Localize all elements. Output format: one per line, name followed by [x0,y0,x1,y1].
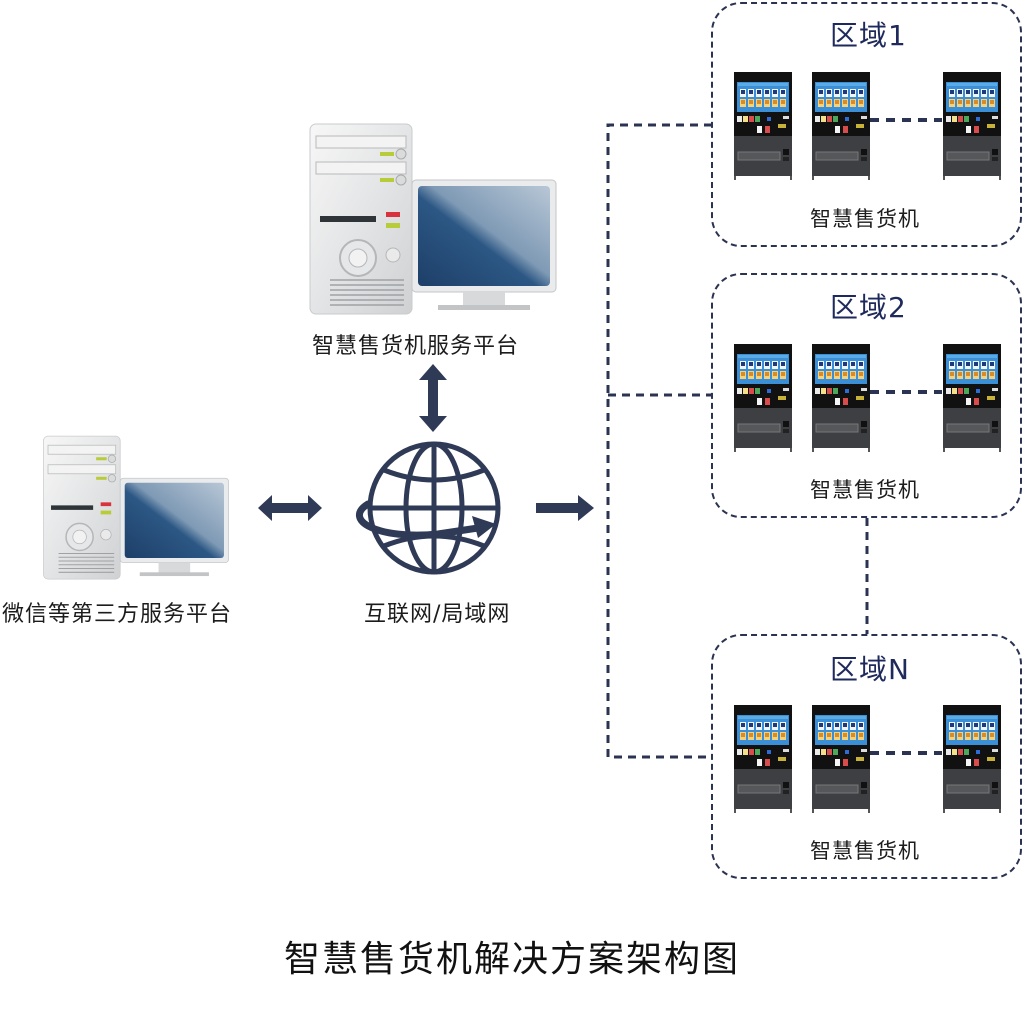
vending-machine-icon [812,705,870,813]
vending-machine-icon [734,72,792,180]
right-arrow-icon [536,495,594,521]
region-title-1: 区域1 [830,19,907,52]
vending-machine-icon [812,72,870,180]
third-party-platform-computer-icon [43,435,229,580]
vertical-bidirectional-arrow-icon [419,364,447,432]
vending-machine-icon [943,344,1001,452]
region-title-2: 区域2 [830,291,907,324]
horizontal-bidirectional-arrow-icon [258,495,322,521]
machine-ellipsis-dashed-line [870,390,942,394]
third-party-platform-label: 微信等第三方服务平台 [2,602,233,627]
region-title-n: 区域N [830,653,910,686]
vending-machine-icon [812,344,870,452]
region-machines-label-1: 智慧售货机 [810,207,920,231]
machine-ellipsis-dashed-line [870,118,942,122]
region-box-1 [711,2,1022,247]
machine-ellipsis-dashed-line [870,751,942,755]
vending-machine-icon [734,705,792,813]
region-box-n [711,634,1022,879]
vending-machine-icon [943,72,1001,180]
globe-icon [356,441,501,575]
region-machines-label-n: 智慧售货机 [810,839,920,863]
service-platform-computer-icon [309,123,557,315]
diagram-title: 智慧售货机解决方案架构图 [284,939,741,980]
service-platform-label: 智慧售货机服务平台 [312,334,520,359]
network-label: 互联网/局域网 [364,602,511,627]
region-machines-label-2: 智慧售货机 [810,478,920,502]
vending-machine-icon [943,705,1001,813]
vending-machine-icon [734,344,792,452]
region-box-2 [711,273,1022,518]
